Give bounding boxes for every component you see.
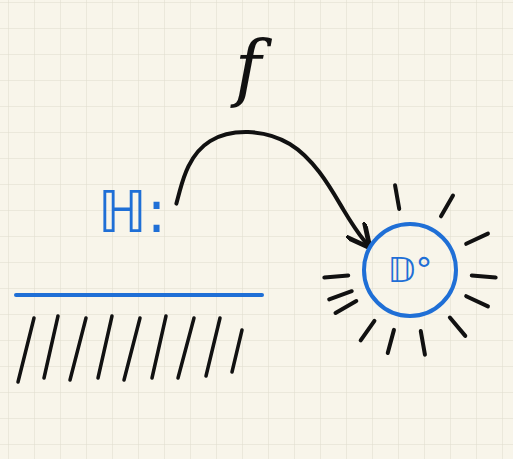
circle-outline [364,224,456,316]
map-arrow [176,132,368,246]
sun-rays [324,185,495,354]
sun-ray [450,317,465,335]
sun-ray [361,321,375,341]
disk-label: 𝔻° [388,250,433,290]
sun-ray [441,196,453,217]
map-name: f [235,32,262,104]
sun-ray [336,301,357,313]
sun-ray [329,291,352,299]
sun-ray [395,185,399,209]
sun-ray [466,234,488,244]
sun-ray [324,275,348,277]
half-plane-label: ℍ: [98,178,167,246]
sun-ray [472,275,496,277]
sun-ray [421,331,425,355]
disk-circle: 𝔻° [362,222,458,318]
half-plane-label-box: ℍ: [90,170,175,254]
half-plane-boundary [16,295,262,296]
sun-ray [388,330,394,353]
sun-ray [466,296,488,306]
hatching [18,316,242,382]
